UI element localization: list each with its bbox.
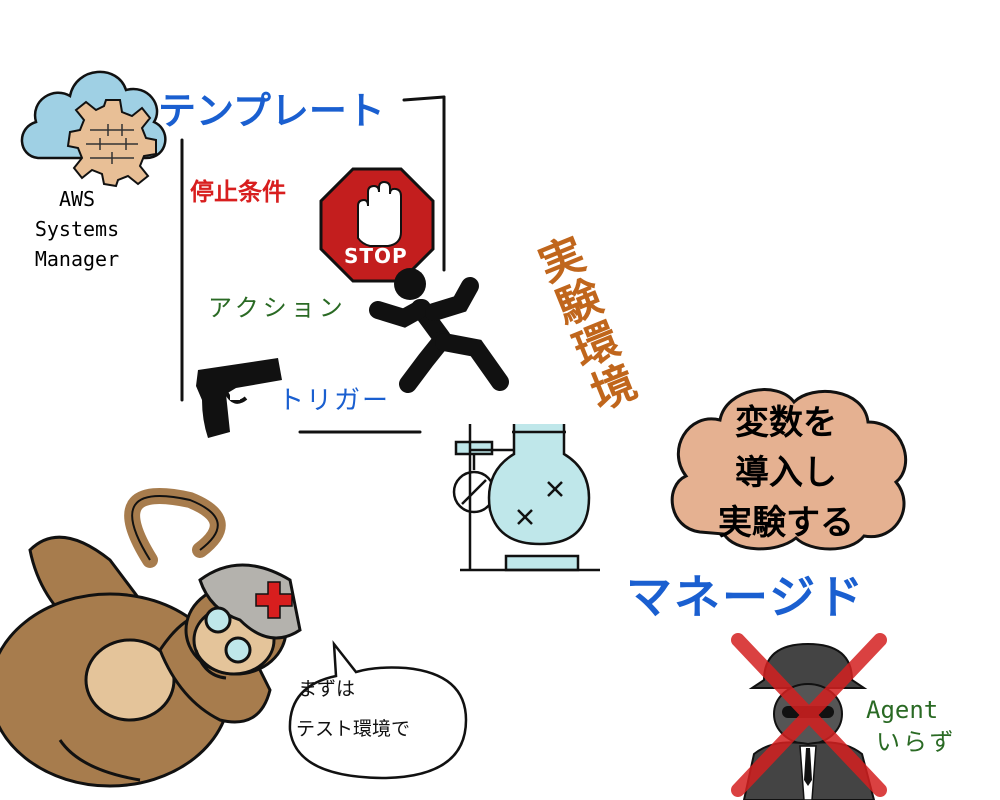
speech-line-1: まずは: [298, 678, 356, 700]
stop-sign-icon: [319, 167, 435, 283]
bubble-line-2: 導入し: [735, 453, 837, 493]
template-title: テンプレート: [158, 89, 385, 133]
stop-conditions-label: 停止条件: [190, 178, 286, 206]
agent-not-required-label: いらず: [876, 728, 957, 756]
managed-label: マネージド: [626, 570, 866, 624]
speech-line-2: テスト環境で: [296, 718, 411, 740]
speech-bubble: [288, 640, 468, 780]
bubble-text: 変数を 導入し 実験する: [697, 398, 875, 548]
agent-icon: [731, 633, 887, 800]
pistol-icon: [196, 358, 282, 438]
monkey-icon: [0, 488, 302, 788]
actions-label: アクション: [208, 294, 347, 322]
bubble-line-1: 変数を: [735, 403, 837, 443]
stop-sign-text: STOP: [344, 244, 408, 268]
triggers-label: トリガー: [278, 386, 391, 416]
agent-label: Agent: [866, 696, 939, 724]
running-man-icon: [369, 268, 509, 393]
thought-bubble: [670, 388, 908, 551]
aws-line-3: Manager: [34, 247, 120, 271]
aws-systems-manager-label: AWS Systems Manager: [16, 184, 138, 274]
gear-icon: [66, 99, 157, 188]
bubble-line-3: 実験する: [718, 503, 854, 543]
aws-line-1: AWS: [58, 187, 96, 211]
flask-icon: [452, 424, 600, 572]
aws-line-2: Systems: [34, 217, 120, 241]
